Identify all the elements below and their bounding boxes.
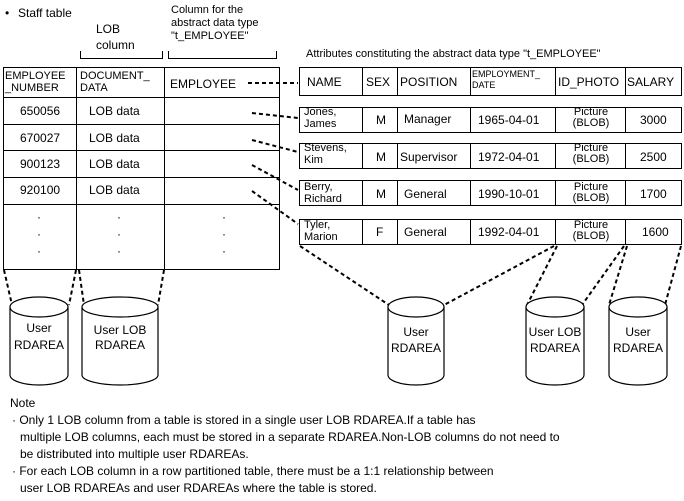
note-line-1: · Only 1 LOB column from a table is stor… [12,413,476,427]
attr-row-4-position: General [404,225,447,239]
attr-header-id-photo: ID_PHOTO [558,75,620,89]
attr-header-name: NAME [307,75,342,89]
diagram-title: Staff table [18,6,72,20]
attr-row-1-name-2: James [304,118,337,130]
attr-row-1-photo-2: (BLOB) [572,117,610,129]
attr-row-3-photo-2: (BLOB) [572,192,610,204]
attr-row-2-photo-1: Picture [573,142,609,154]
attr-header-employment-date-1: EMPLOYMENT_ [472,69,541,79]
attr-row-4-photo-2: (BLOB) [572,230,610,242]
attr-row-3-sex: M [376,187,386,201]
title-bullet: • [5,6,10,20]
cylinder-user-lob-rdarea-left [81,296,159,386]
note-heading: Note [10,396,36,410]
cyl-user-lob-right-1: User LOB [528,325,582,339]
cylinder-user-rdarea-mid [387,296,445,386]
staff-row-3-lob: LOB data [89,157,140,171]
ellipsis-dot: · [222,210,226,224]
header-employee: EMPLOYEE [170,77,237,91]
abstract-column-label-3: "t_EMPLOYEE" [171,30,249,42]
header-document-data-1: DOCUMENT_ [80,70,150,82]
attr-row-3-position: General [404,187,447,201]
attr-row-2-photo-2: (BLOB) [572,153,610,165]
attr-row-4-sex: F [376,225,384,239]
attr-row-1-date: 1965-04-01 [478,113,540,127]
cyl-user-rdarea-left-1: User [26,321,52,335]
attr-header-employment-date-2: DATE [472,80,496,90]
attr-row-1-sex: M [376,113,386,127]
cyl-user-rdarea-right-2: RDAREA [612,341,663,355]
staff-row-3-number: 900123 [20,157,61,171]
lob-column-label-2: column [96,38,135,52]
cyl-user-rdarea-mid-1: User [403,325,429,339]
cylinder-user-rdarea-left [9,296,69,386]
staff-row-2-lob: LOB data [89,131,140,145]
attr-row-2-position: Supervisor [400,150,458,164]
note-line-5: user LOB RDAREAs and user RDAREAs where … [20,481,377,495]
attr-row-3-name-1: Berry, [304,181,333,193]
ellipsis-dot: · [117,227,121,241]
note-line-3: be distributed into multiple user RDAREA… [20,447,249,461]
attr-row-3-name-2: Richard [304,193,342,205]
lob-column-label-1: LOB [96,22,121,36]
attr-row-4-name-2: Marion [304,231,338,243]
attribute-header-border [299,67,682,96]
header-document-data-2: DATA [80,82,108,94]
attr-row-4-date: 1992-04-01 [478,225,540,239]
attr-row-3-date: 1990-10-01 [478,187,540,201]
ellipsis-dot: · [222,227,226,241]
attr-header-position: POSITION [400,75,458,89]
attr-row-4-photo-1: Picture [573,219,609,231]
staff-row-2-number: 670027 [20,131,61,145]
note-line-2: multiple LOB columns, each must be store… [20,430,560,444]
staff-row-1-number: 650056 [20,104,61,118]
attr-row-4-salary: 1600 [642,225,669,239]
attr-row-3-salary: 1700 [640,187,667,201]
header-employee-number-1: EMPLOYEE [5,70,66,82]
attr-row-2-name-2: Kim [304,154,323,166]
attributes-caption-text: Attributes constituting the abstract dat… [306,48,601,60]
cyl-user-rdarea-right-1: User [625,325,651,339]
attr-row-1-position: Manager [404,112,452,126]
attr-row-2-date: 1972-04-01 [478,150,540,164]
ellipsis-dot: · [117,244,121,258]
staff-table-border [3,67,280,270]
note-line-4: · For each LOB column in a row partition… [12,464,494,478]
staff-row-4-lob: LOB data [89,183,140,197]
ellipsis-dot: · [117,210,121,224]
ellipsis-dot: · [37,210,41,224]
cyl-user-rdarea-mid-2: RDAREA [390,341,441,355]
attr-row-4-name-1: Tyler, [304,219,331,231]
attr-header-salary: SALARY [627,75,675,89]
attr-header-sex: SEX [366,75,391,89]
cyl-user-lob-left-2: RDAREA [94,338,145,352]
attr-row-2-sex: M [376,150,386,164]
cyl-user-lob-left-1: User LOB [93,323,147,337]
cyl-user-lob-right-2: RDAREA [529,341,580,355]
attr-row-1-name-1: Jones, [304,106,337,118]
abstract-column-label-2: abstract data type [171,17,259,29]
ellipsis-dot: · [37,244,41,258]
staff-row-1-lob: LOB data [89,104,140,118]
ellipsis-dot: · [222,244,226,258]
header-employee-number-2: _NUMBER [5,82,59,94]
attr-row-2-salary: 2500 [640,150,667,164]
attr-row-1-salary: 3000 [640,113,667,127]
attr-row-1-photo-1: Picture [573,106,609,118]
ellipsis-dot: · [37,227,41,241]
cylinder-user-lob-rdarea-right [525,296,585,386]
abstract-column-label-1: Column for the [171,4,244,16]
cylinder-user-rdarea-right [608,296,668,386]
cyl-user-rdarea-left-2: RDAREA [13,338,64,352]
attr-row-3-photo-1: Picture [573,181,609,193]
staff-row-4-number: 920100 [20,183,61,197]
attr-row-2-name-1: Stevens, [304,142,347,154]
